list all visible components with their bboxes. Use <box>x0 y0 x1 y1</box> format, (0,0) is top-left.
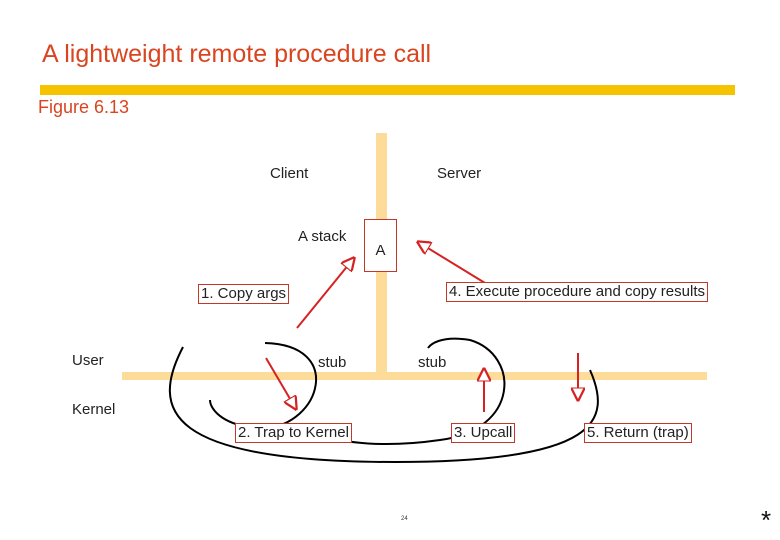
copy-args-arrow <box>296 258 354 329</box>
execute-arrow <box>418 242 486 284</box>
server-label: Server <box>437 165 482 182</box>
step-execute: 4. Execute procedure and copy results <box>446 282 708 302</box>
page-number: 24 <box>401 516 408 522</box>
client-stub-label: stub <box>318 354 347 371</box>
step-trap-to-kernel: 2. Trap to Kernel <box>235 423 352 443</box>
user-label: User <box>72 352 104 369</box>
step-copy-args: 1. Copy args <box>198 284 290 304</box>
title-underline <box>40 85 735 95</box>
a-stack-box-label: A <box>375 242 386 259</box>
kernel-label: Kernel <box>72 401 116 418</box>
step-upcall: 3. Upcall <box>451 423 516 443</box>
client-label: Client <box>270 165 309 182</box>
star-mark: * <box>761 505 772 535</box>
user-kernel-boundary <box>122 372 707 380</box>
figure-caption: Figure 6.13 <box>38 97 130 117</box>
a-stack-label: A stack <box>298 228 347 245</box>
server-stub-label: stub <box>418 354 447 371</box>
slide-title: A lightweight remote procedure call <box>42 40 432 68</box>
outer-loop-curve <box>168 346 599 464</box>
a-stack-box: A <box>364 219 397 272</box>
trap-arrow <box>265 357 296 409</box>
inner-loop-curve <box>209 342 318 430</box>
step-return-trap: 5. Return (trap) <box>584 423 692 443</box>
